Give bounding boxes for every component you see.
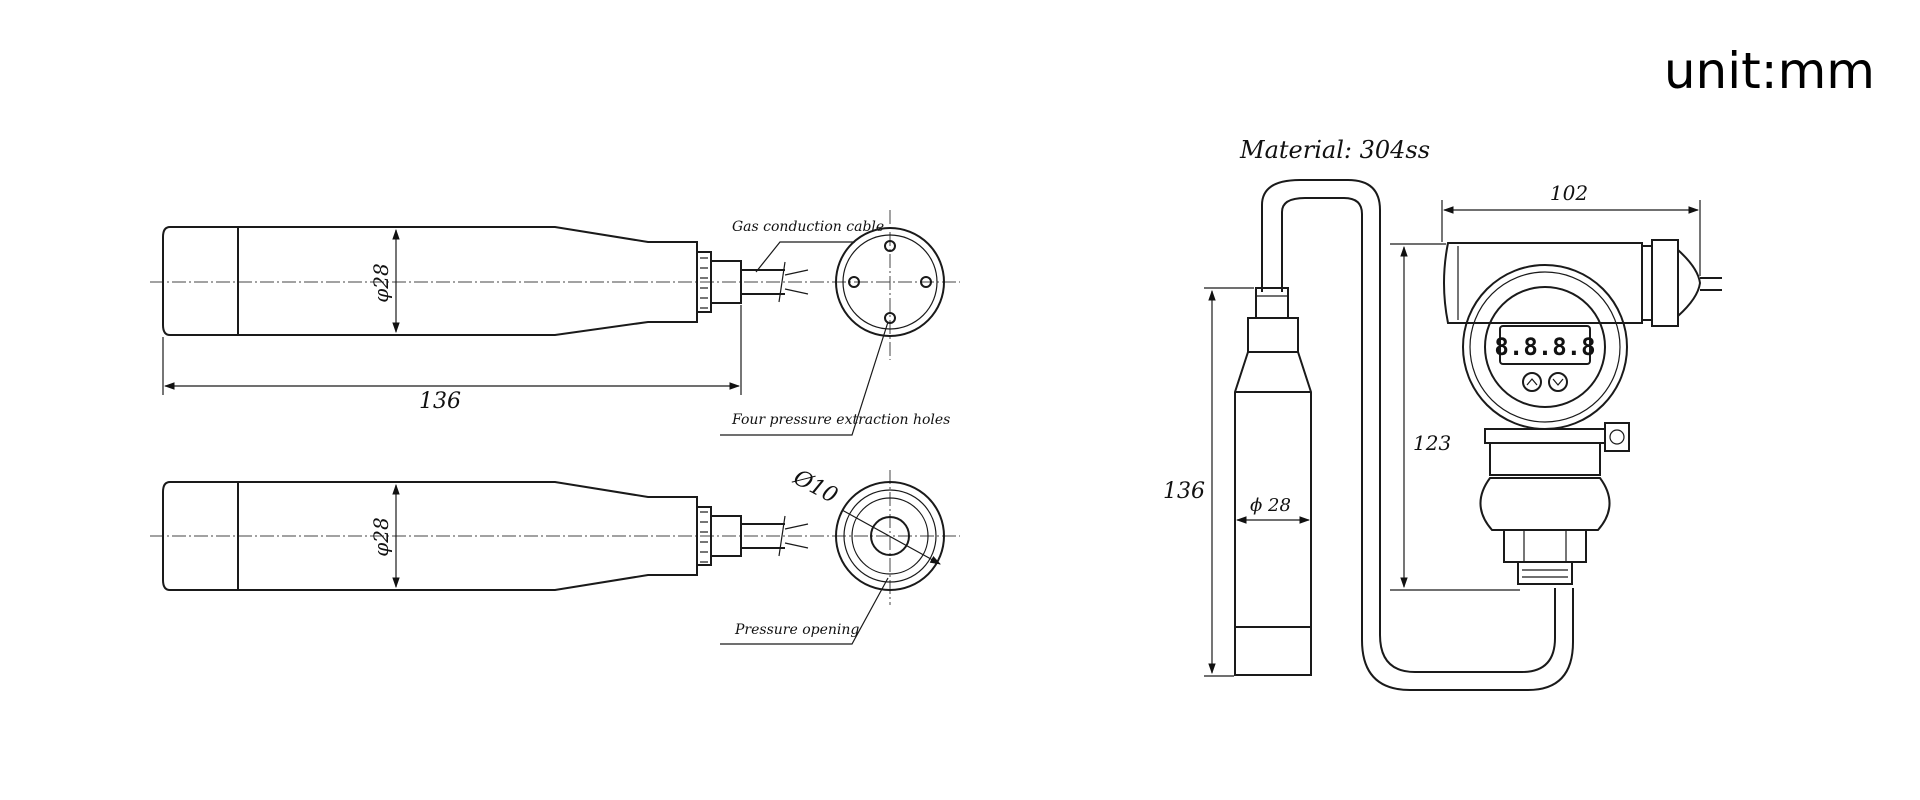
- top-end-inner: [842, 234, 938, 330]
- top-probe-fitting: [710, 260, 742, 304]
- cable-gland: [1651, 239, 1679, 327]
- cable-loop-outer: [1261, 179, 1556, 673]
- top-cable-break: [778, 261, 786, 303]
- lcd-display: [1499, 325, 1591, 365]
- transmitter-housing: 8.8.8.8 102 123: [1390, 181, 1722, 591]
- opening-diameter-label: Ø10: [788, 465, 841, 509]
- holes-label: Four pressure extraction holes: [731, 412, 950, 428]
- transmitter-assembly: Material: 304ss 136 ϕ 28: [1163, 136, 1722, 691]
- pressure-hole-left: [848, 276, 860, 288]
- chevron-down-icon: [1552, 378, 1564, 386]
- cable-label: Gas conduction cable: [732, 219, 884, 235]
- bottom-diameter-label: φ28: [369, 517, 393, 556]
- top-probe: φ28 136 Gas conduction cable Four pressu…: [150, 210, 960, 436]
- holes-leader: [720, 321, 889, 436]
- top-diameter-label: φ28: [369, 263, 393, 302]
- housing-height-label: 123: [1413, 431, 1451, 455]
- bottom-probe-body: [162, 481, 698, 591]
- pressure-hole-right: [920, 276, 932, 288]
- bottom-probe: φ28 Ø10 Pressure opening: [150, 465, 960, 645]
- cable-loop-inner: [1281, 197, 1574, 691]
- housing-width-label: 102: [1550, 181, 1588, 205]
- opening-diameter-dimension: [841, 509, 941, 565]
- unit-label: unit:mm: [1664, 42, 1875, 100]
- chevron-up-icon: [1526, 378, 1538, 386]
- assembly-probe: 136 ϕ 28: [1163, 287, 1312, 677]
- hex-nut: [1503, 529, 1587, 563]
- cable-leader: [755, 241, 855, 273]
- assembly-length-label: 136: [1163, 479, 1205, 504]
- top-end-outer: [835, 227, 945, 337]
- opening-leader: [720, 577, 889, 645]
- top-length-label: 136: [419, 389, 461, 414]
- down-button: [1548, 372, 1568, 392]
- neck-sphere: [1479, 477, 1611, 531]
- top-probe-body: [162, 226, 698, 336]
- assembly-diameter-label: ϕ 28: [1250, 495, 1291, 516]
- pressure-hole-bottom: [884, 312, 896, 324]
- pressure-opening: [870, 516, 910, 556]
- pressure-port: [1517, 561, 1573, 585]
- up-button: [1522, 372, 1542, 392]
- pressure-hole-top: [884, 240, 896, 252]
- housing-window: [1484, 286, 1606, 408]
- junction-box: [1443, 242, 1643, 324]
- lcd-readout: 8.8.8.8: [1494, 333, 1595, 361]
- material-label: Material: 304ss: [1239, 136, 1430, 164]
- bottom-end-outer: [835, 481, 945, 591]
- opening-label: Pressure opening: [734, 622, 859, 638]
- ground-terminal: [1604, 422, 1630, 452]
- gland-cap: [1677, 249, 1702, 317]
